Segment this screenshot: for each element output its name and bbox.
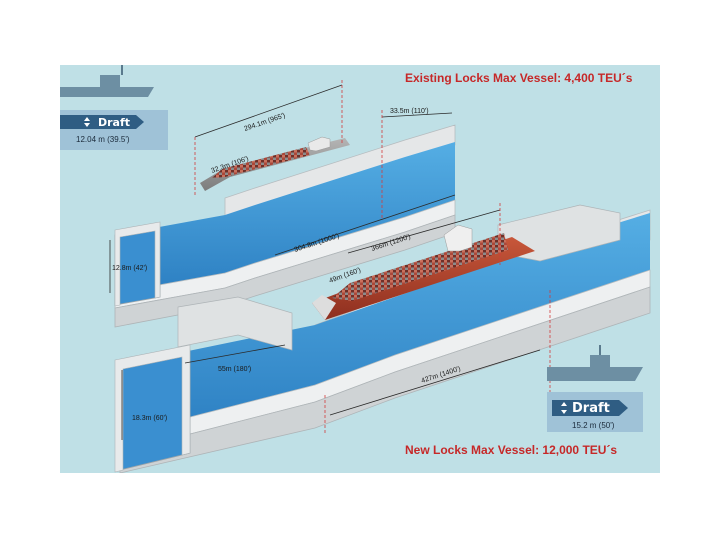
new-water [120, 213, 650, 435]
existing-draft-icon [60, 65, 168, 150]
new-draft-label: Draft [572, 401, 610, 416]
new-front-face [119, 286, 651, 473]
existing-locks-title: Existing Locks Max Vessel: 4,400 TEU´s [405, 71, 633, 85]
guide-lines [194, 80, 551, 435]
new-end-section [119, 349, 191, 471]
new-draft-icon [547, 345, 643, 432]
new-lock [114, 204, 651, 473]
new-ship-length-line [347, 209, 501, 254]
existing-lock [114, 124, 456, 328]
new-lock-width-label: 55m (180') [218, 366, 251, 373]
existing-draft-value: 12.04 m (39.5') [76, 135, 130, 144]
existing-water [115, 142, 455, 293]
new-ship [312, 224, 535, 320]
new-locks-title: New Locks Max Vessel: 12,000 TEU´s [405, 443, 618, 457]
locks-illustration: 294.1m (965') 32.3m (106') 33.5m (110') … [60, 65, 651, 473]
existing-lock-width-label: 33.5m (110') [390, 108, 429, 115]
existing-ship [200, 136, 350, 191]
existing-ship-length-line [194, 84, 343, 138]
existing-lock-depth-label: 12.8m (42') [112, 265, 147, 272]
new-lock-length-line [329, 349, 541, 416]
existing-lock-width-line [381, 112, 453, 118]
existing-draft-label: Draft [98, 116, 131, 129]
new-draft-value: 15.2 m (50') [572, 421, 615, 430]
new-lock-depth-label: 18.3m (60') [132, 415, 167, 422]
existing-lock-length-line [274, 194, 456, 256]
existing-draft-arrow-icon [84, 117, 90, 127]
existing-ship-length-label: 294.1m (965') [243, 112, 286, 133]
new-lock-width-line [184, 344, 286, 364]
locks-diagram: 294.1m (965') 32.3m (106') 33.5m (110') … [60, 65, 660, 473]
dimension-lines [109, 84, 541, 440]
new-draft-arrow-icon [561, 402, 567, 414]
